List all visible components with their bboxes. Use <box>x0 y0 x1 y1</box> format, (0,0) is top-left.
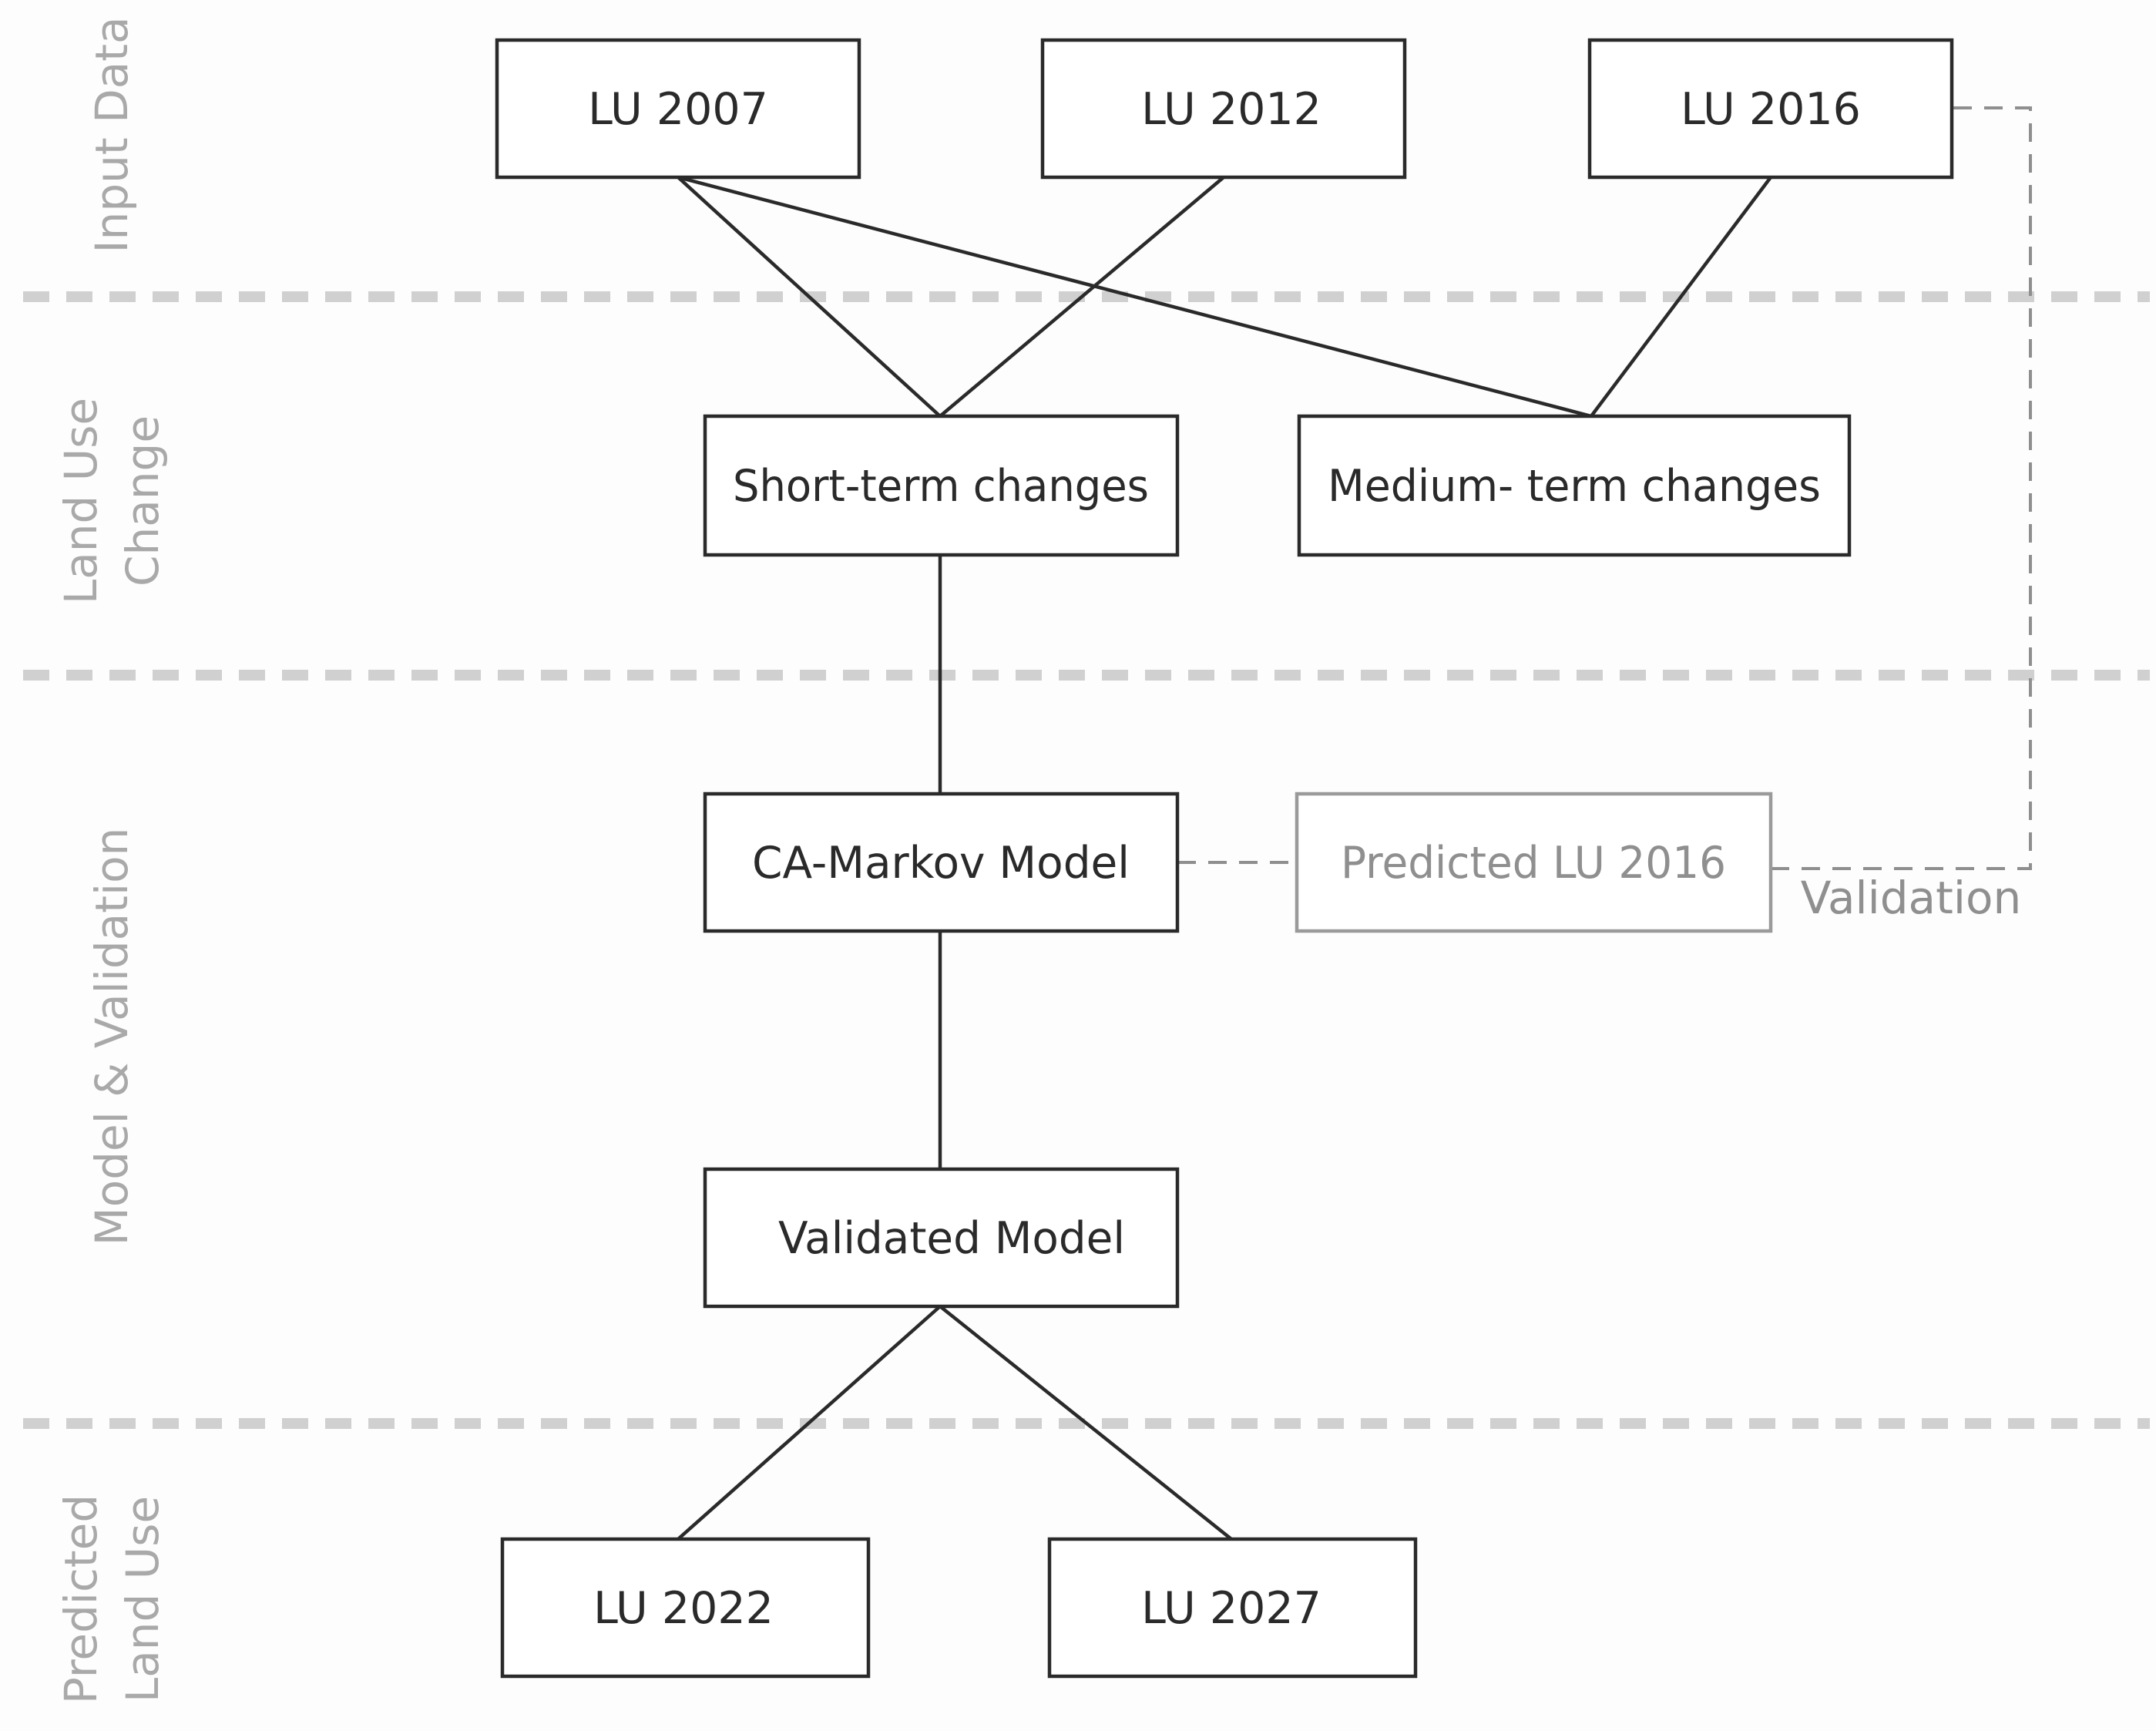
node-predicted-lu-2016 <box>1295 792 1773 933</box>
edge-validated-lu2027 <box>939 1305 1233 1541</box>
node-ca-markov-model-label: CA-Markov Model <box>752 838 1130 889</box>
section-label-land-use-change-line2: Change <box>116 415 169 587</box>
node-predicted-lu-2016-label: Predicted LU 2016 <box>1341 838 1726 889</box>
node-medium-term-changes-label: Medium- term changes <box>1328 461 1821 512</box>
node-short-term-changes-label: Short-term changes <box>733 461 1149 512</box>
node-lu-2027 <box>1047 1537 1418 1679</box>
edge-lu2016-medium-term <box>1590 176 1772 418</box>
node-lu-2022 <box>500 1537 871 1679</box>
node-lu-2022-label: LU 2022 <box>593 1583 774 1634</box>
node-lu-2007-label: LU 2007 <box>588 84 768 135</box>
node-ca-markov-model <box>703 792 1180 933</box>
node-lu-2007 <box>495 38 861 180</box>
validation-edge-label: Validation <box>1801 872 2021 924</box>
edge-lu2012-short-term <box>939 176 1225 418</box>
node-short-term-changes <box>703 414 1180 557</box>
section-label-model-validation: Model & Validation <box>86 828 138 1246</box>
section-label-land-use-change-line1: Land Use <box>55 398 107 604</box>
node-lu-2016 <box>1587 38 1954 180</box>
node-lu-2012-label: LU 2012 <box>1141 84 1321 135</box>
node-validated-model-label: Validated Model <box>778 1213 1125 1264</box>
section-label-predicted-land-use-line1: Predicted <box>55 1494 107 1704</box>
edge-lu2007-short-term <box>677 176 942 418</box>
node-medium-term-changes <box>1297 414 1852 557</box>
edge-validated-lu2022 <box>677 1305 942 1541</box>
section-label-predicted-land-use-line2: Land Use <box>116 1496 169 1702</box>
node-lu-2027-label: LU 2027 <box>1141 1583 1321 1634</box>
node-lu-2016-label: LU 2016 <box>1681 84 1861 135</box>
section-label-input-data: Input Data <box>86 16 138 253</box>
node-lu-2012 <box>1040 38 1407 180</box>
node-validated-model <box>703 1167 1180 1309</box>
edge-lu2007-medium-term <box>677 175 1592 418</box>
edge-validation-loop <box>1771 106 2032 870</box>
